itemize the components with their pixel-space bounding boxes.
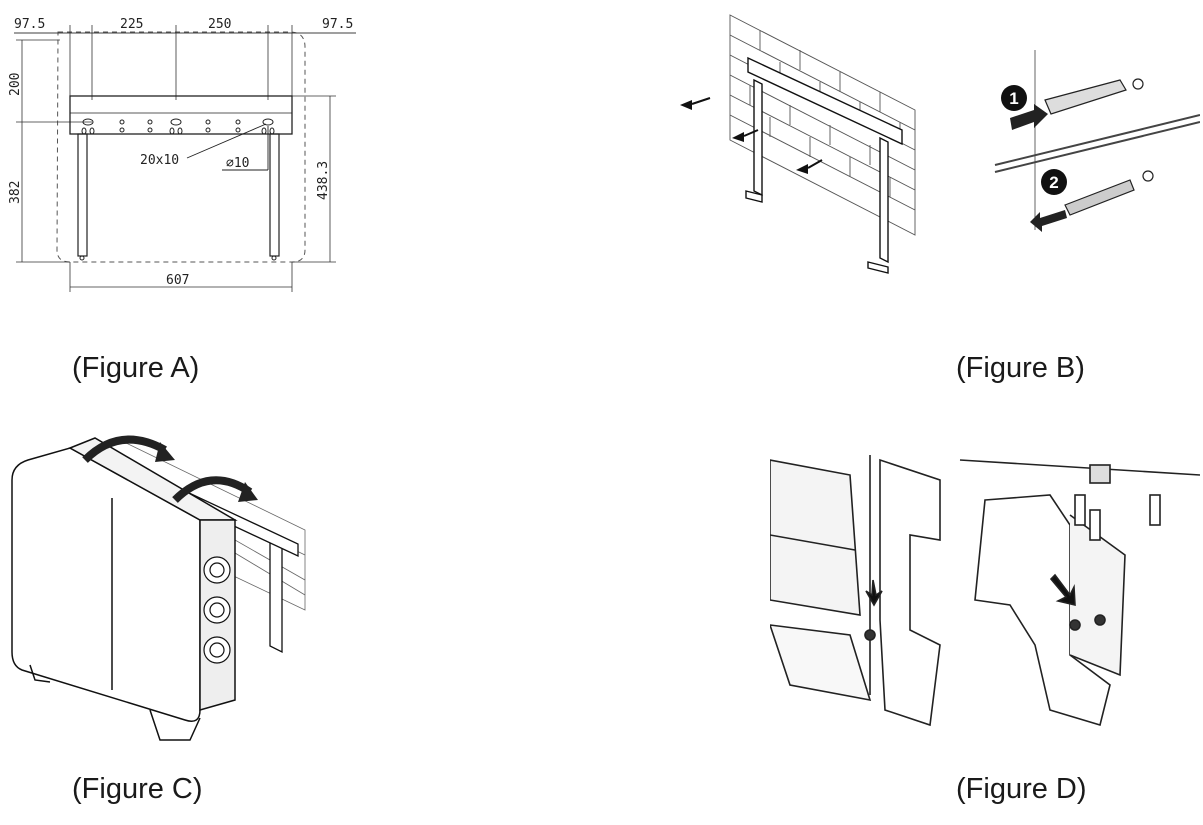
bracket-dimension-drawing: 97.5 225 250 97.5 200 382 438.3 607 20x1…	[8, 17, 356, 292]
figure-b-drawing: 1 2	[670, 10, 1200, 290]
anchor-detail	[994, 50, 1200, 232]
step-2-marker	[1041, 169, 1067, 195]
step-1-number: 1	[1009, 89, 1018, 108]
figure-a-caption: (Figure A)	[72, 352, 200, 384]
lock-detail-right	[959, 459, 1200, 727]
dim-width: 607	[166, 273, 189, 288]
figure-a-drawing: 97.5 225 250 97.5 200 382 438.3 607 20x1…	[0, 0, 370, 300]
lock-detail-left	[770, 455, 941, 727]
label-hole-diameter: ⌀10	[226, 156, 249, 171]
figure-d-caption: (Figure D)	[956, 773, 1087, 805]
dim-span-1: 225	[120, 17, 143, 32]
bracket-lock-detail	[770, 455, 1200, 727]
bracket-leg-left	[77, 133, 88, 257]
step-2-number: 2	[1049, 173, 1058, 192]
figure-c-drawing	[0, 420, 330, 750]
wall-bracket	[745, 56, 903, 274]
dim-lower-height: 382	[8, 181, 23, 204]
dim-total-height: 438.3	[316, 161, 331, 200]
dim-top-height: 200	[8, 73, 23, 96]
figure-d-drawing	[770, 455, 1200, 740]
dim-span-2: 250	[208, 17, 231, 32]
anchor-screws	[680, 97, 823, 174]
dim-left-margin: 97.5	[14, 17, 45, 32]
figure-c-caption: (Figure C)	[72, 773, 203, 805]
label-slot-size: 20x10	[140, 153, 179, 168]
wall-mount-illustration: 1 2	[680, 14, 1200, 274]
step-1-marker	[1001, 85, 1027, 111]
cooling-fans	[203, 556, 231, 664]
bracket-holes	[81, 118, 275, 135]
figure-b-caption: (Figure B)	[956, 352, 1085, 384]
dim-right-margin: 97.5	[322, 17, 353, 32]
bracket-leg-right	[269, 133, 280, 257]
inverter-outline	[56, 31, 306, 263]
inverter-hang-illustration	[11, 435, 306, 741]
rotation-arrows	[82, 435, 258, 503]
